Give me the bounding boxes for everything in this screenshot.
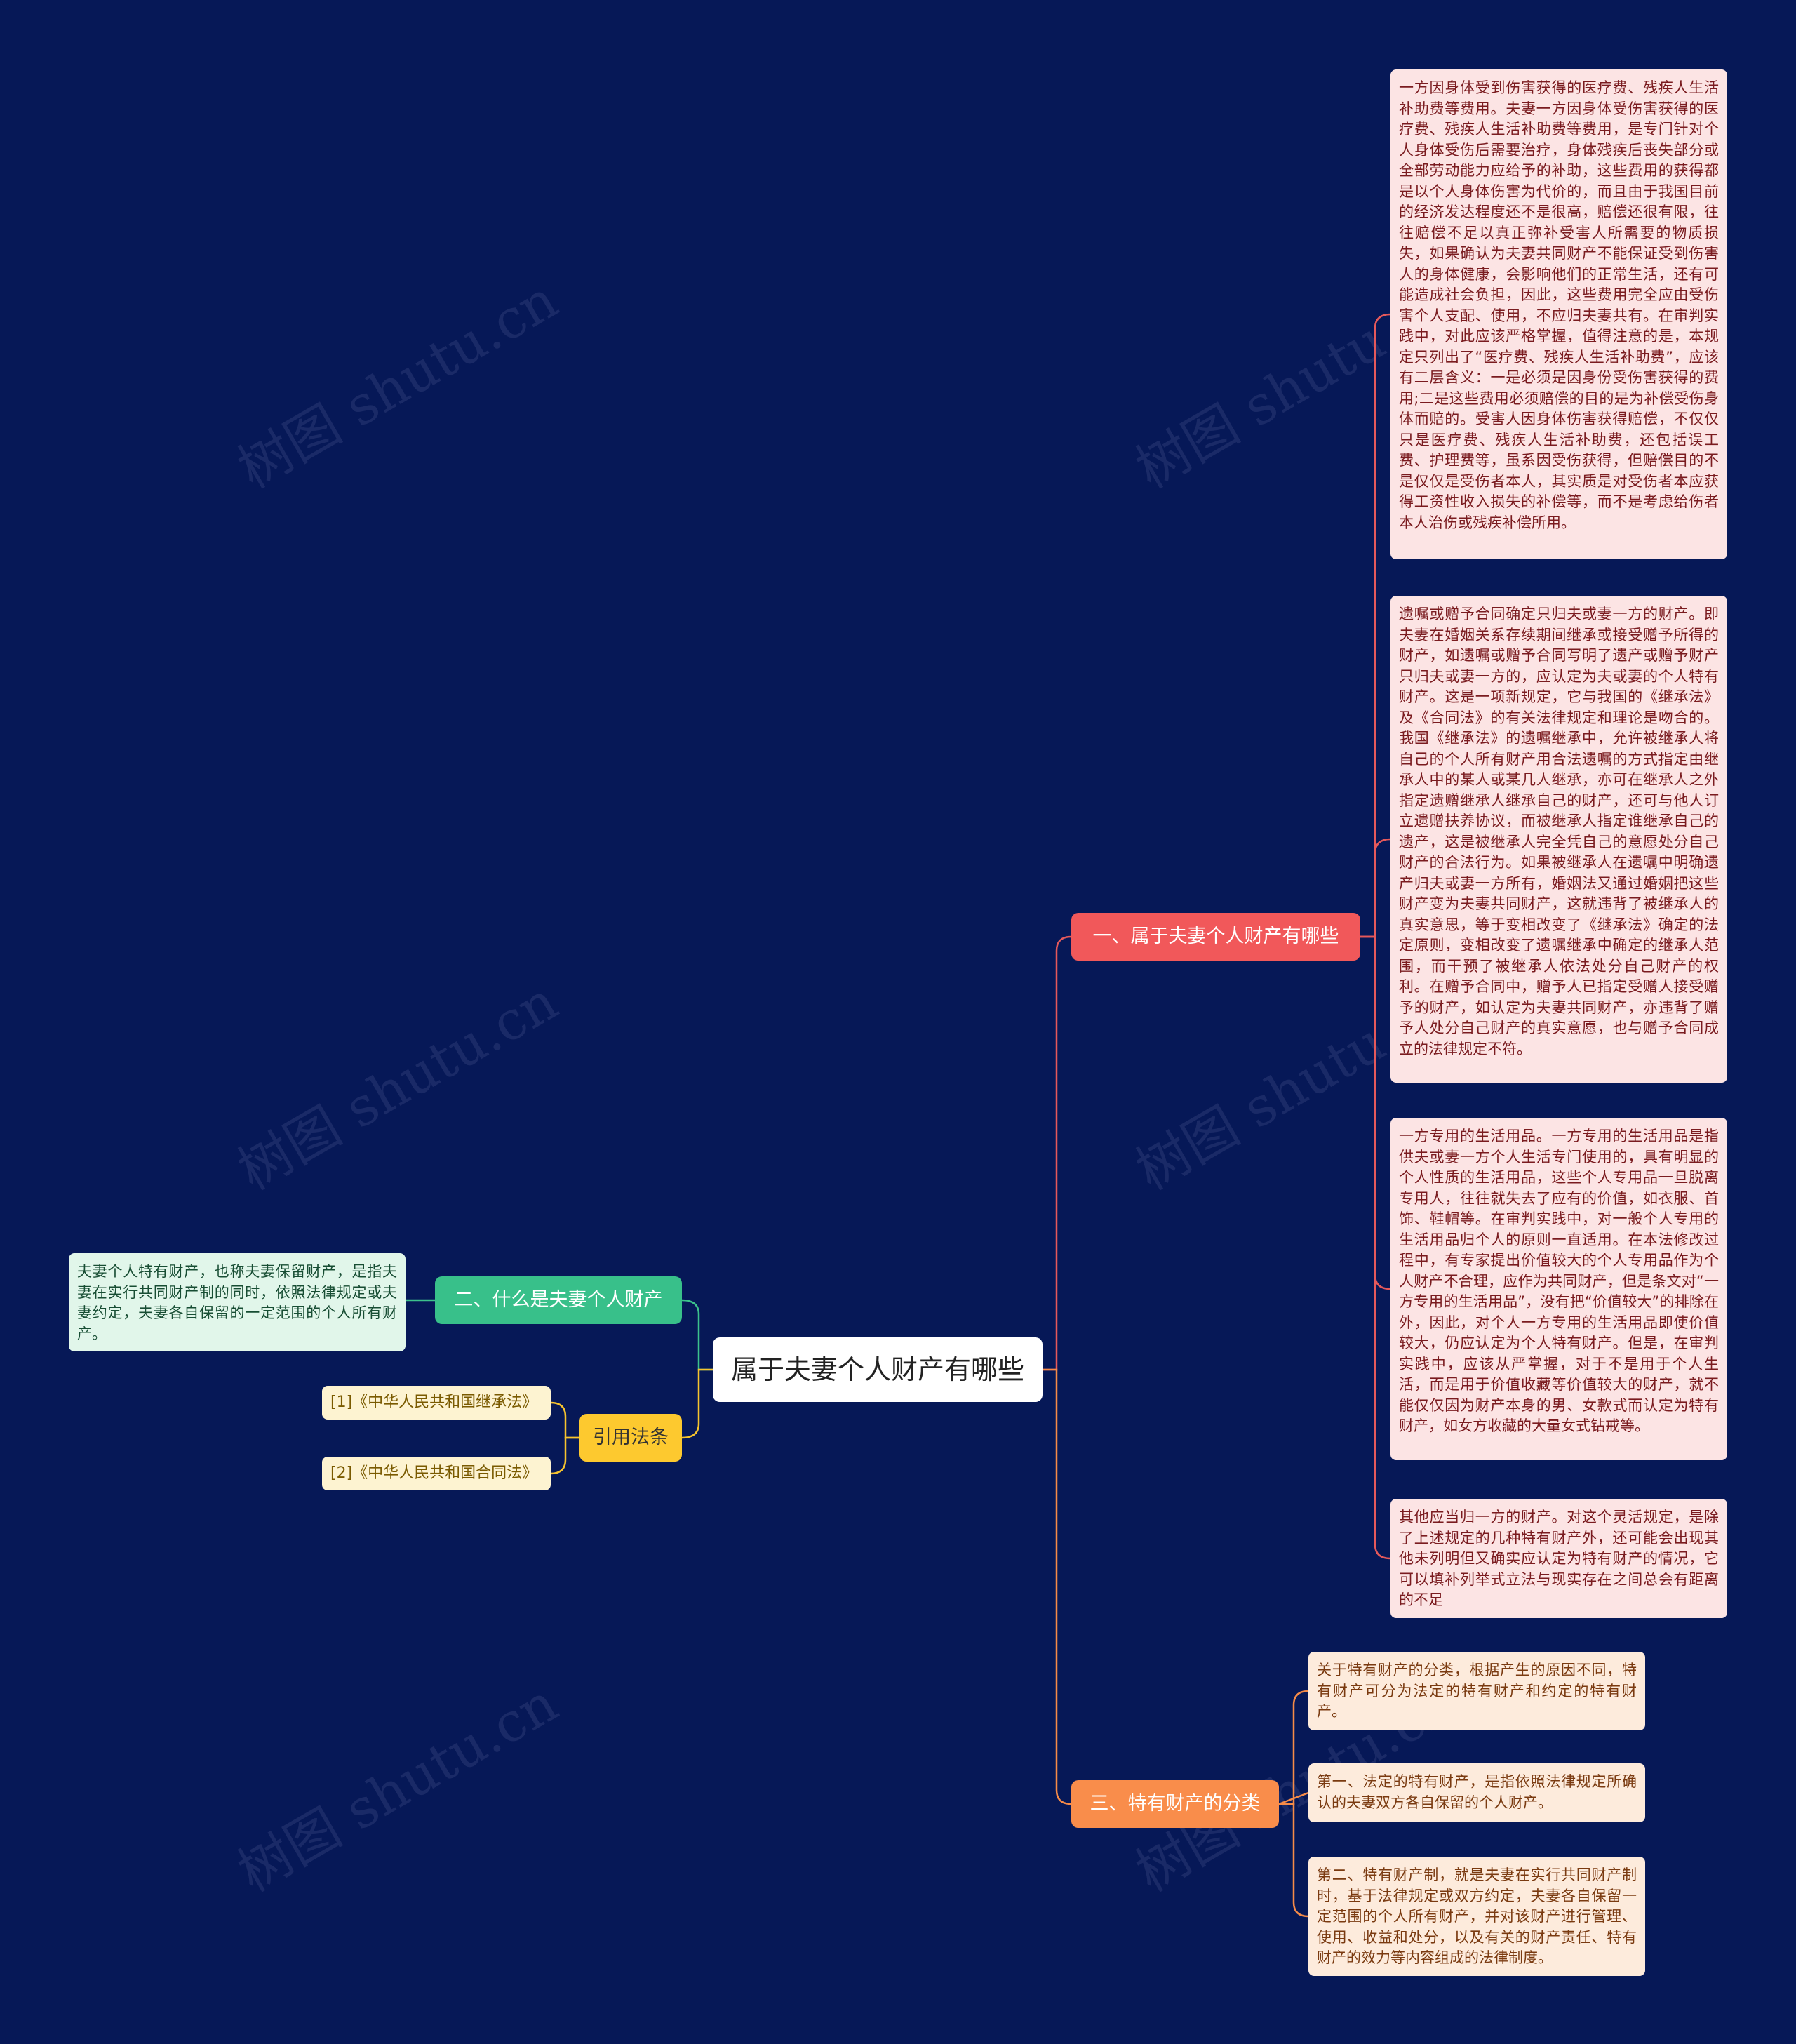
- branch-cited-laws[interactable]: 引用法条: [579, 1414, 682, 1462]
- connector: [1360, 935, 1391, 1560]
- leaf-other-property[interactable]: 其他应当归一方的财产。对这个灵活规定，是除了上述规定的几种特有财产外，还可能会出…: [1390, 1499, 1727, 1618]
- leaf-property-system[interactable]: 第二、特有财产制，就是夫妻在实行共同财产制时，基于法律规定或双方约定，夫妻各自保…: [1308, 1857, 1645, 1976]
- connector: [1360, 313, 1391, 938]
- connector: [1278, 1791, 1309, 1805]
- root-topic[interactable]: 属于夫妻个人财产有哪些: [713, 1337, 1043, 1402]
- branch-what-is-personal-property[interactable]: 二、什么是夫妻个人财产: [435, 1276, 682, 1324]
- leaf-personal-items[interactable]: 一方专用的生活用品。一方专用的生活用品是指供夫或妻一方个人生活专门使用的，具有明…: [1390, 1118, 1727, 1460]
- leaf-citation-inheritance-law[interactable]: [1]《中华人民共和国继承法》: [322, 1386, 551, 1420]
- leaf-will-or-gift[interactable]: 遗嘱或赠予合同确定只归夫或妻一方的财产。即夫妻在婚姻关系存续期间继承或接受赠予所…: [1390, 596, 1727, 1083]
- connector: [1043, 935, 1072, 1371]
- branch-personal-property-types[interactable]: 一、属于夫妻个人财产有哪些: [1071, 913, 1360, 961]
- connector: [1043, 1368, 1072, 1805]
- connector: [681, 1368, 713, 1439]
- leaf-statutory-property[interactable]: 第一、法定的特有财产，是指依照法律规定所确认的夫妻双方各自保留的个人财产。: [1308, 1763, 1645, 1822]
- leaf-citation-contract-law[interactable]: [2]《中华人民共和国合同法》: [322, 1457, 551, 1490]
- connector: [550, 1401, 579, 1439]
- leaf-injury-compensation[interactable]: 一方因身体受到伤害获得的医疗费、残疾人生活补助费等费用。夫妻一方因身体受伤害获得…: [1390, 69, 1727, 559]
- connector: [1360, 838, 1391, 938]
- connector: [550, 1436, 579, 1475]
- connector: [1279, 1803, 1309, 1918]
- connector: [681, 1299, 713, 1371]
- connector: [1279, 1690, 1309, 1805]
- leaf-definition[interactable]: 夫妻个人特有财产，也称夫妻保留财产，是指夫妻在实行共同财产制的同时，依照法律规定…: [69, 1253, 406, 1351]
- branch-property-classification[interactable]: 三、特有财产的分类: [1071, 1780, 1279, 1828]
- leaf-classification-intro[interactable]: 关于特有财产的分类，根据产生的原因不同，特有财产可分为法定的特有财产和约定的特有…: [1308, 1652, 1645, 1730]
